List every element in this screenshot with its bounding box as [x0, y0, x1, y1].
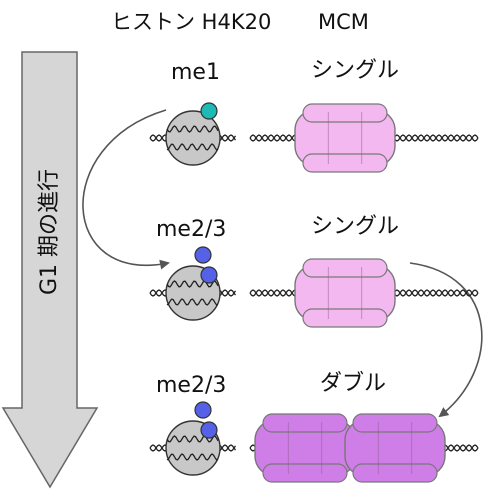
nucleosome-row2-wrap-bottom: [166, 298, 219, 306]
diagram-row-3: [149, 401, 479, 483]
nucleosome-row1-wrap-bottom: [166, 143, 219, 151]
diagram-row-2: [149, 246, 479, 328]
g1-progression-arrow: [1, 51, 99, 489]
methyl-group-a-row2: [200, 266, 218, 284]
mcm-state-row3: ダブル: [320, 371, 387, 396]
mcm-single-row1: [294, 103, 396, 173]
nucleosome-row3-wrap-bottom: [166, 453, 219, 461]
nucleosome-row1-wrap-top: [166, 125, 219, 133]
methyl-label-row2: me2/3: [156, 217, 227, 242]
methyl-group-b-row2: [194, 246, 212, 264]
mcm-double-right-top-lobe: [352, 413, 438, 433]
nucleosome-row2-wrap-top: [166, 280, 219, 288]
g1-phase-label: G1 期の進行: [37, 168, 62, 296]
mcm-double-left-bottom-lobe: [262, 463, 348, 483]
transition-arrow-2: [409, 262, 483, 418]
mcm-double-left: [254, 413, 356, 483]
mcm-single-row2: [294, 258, 396, 328]
methyl-group-b-row3: [194, 401, 212, 419]
mcm-single-row1-bottom-lobe: [302, 153, 388, 173]
mcm-double-right-bottom-lobe: [352, 463, 438, 483]
methyl-label-row1: me1: [171, 60, 220, 85]
transition-arrow-1: [82, 109, 170, 270]
nucleosome-row1: [165, 110, 221, 166]
mcm-state-row1: シングル: [311, 58, 400, 83]
mcm-double-left-top-lobe: [262, 413, 348, 433]
methyl-group-a-row3: [200, 421, 218, 439]
histone-header: ヒストン H4K20: [111, 10, 272, 34]
diagram-row-1: [149, 102, 479, 173]
mcm-single-row1-top-lobe: [302, 103, 388, 123]
mcm-header: MCM: [318, 10, 369, 34]
methyl-group-row1: [200, 102, 218, 120]
mcm-double-right: [344, 413, 446, 483]
mcm-single-row2-bottom-lobe: [302, 308, 388, 328]
mcm-single-row2-top-lobe: [302, 258, 388, 278]
methyl-label-row3: me2/3: [156, 373, 227, 398]
nucleosome-row3-wrap-top: [166, 435, 219, 443]
mcm-state-row2: シングル: [311, 214, 400, 239]
